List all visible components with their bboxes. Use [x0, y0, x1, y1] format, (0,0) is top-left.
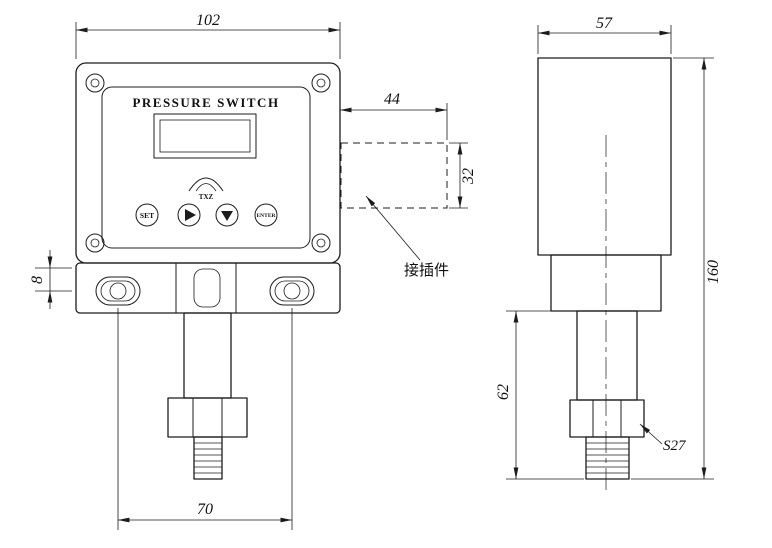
wrench-size-callout: S27 — [639, 423, 687, 454]
dimension-overall-height: 160 — [631, 57, 722, 480]
logo-text: TXZ — [199, 193, 214, 201]
nav-down-button — [215, 203, 239, 227]
dim-label-8: 8 — [29, 276, 46, 284]
connector-label: 接插件 — [404, 262, 449, 279]
dim-label-57: 57 — [596, 15, 613, 32]
dim-label-62: 62 — [495, 384, 512, 400]
dimension-hole-spacing: 70 — [117, 308, 293, 530]
dimension-connector-height: 32 — [449, 142, 477, 209]
nav-right-button — [177, 203, 201, 227]
button-row: SET ENTER — [135, 203, 278, 227]
sensor-body-front — [167, 312, 248, 480]
dim-label-102: 102 — [196, 12, 220, 29]
dimension-front-width: 102 — [75, 12, 341, 59]
connector-callout: 接插件 — [365, 195, 449, 279]
corner-screw-icon — [85, 73, 331, 253]
front-panel-outline — [101, 86, 311, 249]
connector-hidden-outline — [340, 142, 448, 209]
dim-label-44: 44 — [384, 91, 400, 108]
side-housing-outline — [537, 57, 672, 256]
wrench-size-label: S27 — [663, 438, 687, 454]
set-button-label: SET — [140, 211, 154, 220]
front-dimensions: 102 44 32 接插件 8 — [29, 12, 477, 530]
hex-nut-side — [569, 399, 645, 438]
brand-logo: TXZ — [188, 177, 224, 201]
dim-label-160: 160 — [705, 260, 722, 284]
right-triangle-icon — [185, 209, 196, 221]
side-dimensions: 57 160 62 S27 — [495, 15, 722, 480]
hex-nut-front — [167, 397, 248, 438]
enter-button — [254, 203, 278, 227]
thread-front — [193, 436, 223, 480]
enter-button-label: ENTER — [257, 213, 277, 219]
side-view — [537, 57, 672, 492]
side-neck-outline — [576, 310, 638, 401]
front-view: PRESSURE SWITCH TXZ SET ENTER — [75, 62, 341, 480]
thread-side — [585, 436, 630, 480]
dimension-bracket-offset: 8 — [29, 250, 72, 309]
set-button — [135, 203, 159, 227]
front-housing-outline — [75, 62, 341, 264]
dimension-side-width: 57 — [537, 15, 672, 54]
dimension-connector-length: 44 — [340, 91, 448, 140]
down-triangle-icon — [221, 211, 233, 221]
dim-label-70: 70 — [197, 501, 213, 518]
dimension-lower-height: 62 — [495, 310, 584, 480]
device-title: PRESSURE SWITCH — [132, 95, 279, 110]
lcd-display — [153, 113, 257, 159]
dim-label-32: 32 — [460, 168, 477, 185]
mounting-bracket — [75, 262, 341, 314]
